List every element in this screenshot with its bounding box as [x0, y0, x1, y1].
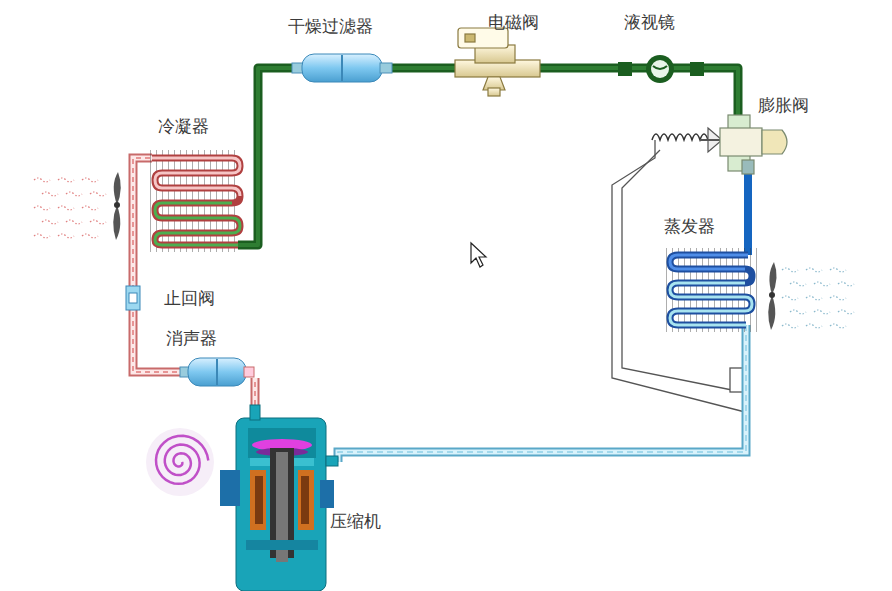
evaporator-fan	[768, 262, 776, 330]
check-valve	[126, 286, 140, 310]
warm-air	[34, 178, 106, 238]
cool-air	[782, 268, 854, 328]
mouse-cursor	[471, 243, 486, 267]
expansion-valve-label: 膨胀阀	[758, 95, 809, 115]
evaporator	[665, 248, 757, 332]
compressor	[220, 405, 338, 591]
condenser-fan	[113, 172, 121, 240]
muffler-label: 消声器	[166, 328, 217, 348]
sight-glass-label: 液视镜	[624, 12, 675, 32]
scroll-icon	[146, 428, 214, 496]
sight-glass	[618, 55, 704, 83]
suction-pipe	[338, 325, 746, 462]
compressor-label: 压缩机	[330, 511, 381, 531]
evaporator-inlet-pipe	[744, 170, 752, 255]
muffler	[180, 358, 254, 386]
condenser-label: 冷凝器	[158, 116, 209, 136]
expansion-valve	[652, 115, 787, 174]
solenoid-valve	[455, 28, 540, 96]
check-valve-label: 止回阀	[164, 288, 215, 308]
filter-drier	[292, 54, 392, 82]
solenoid-valve-label: 电磁阀	[488, 12, 539, 32]
liquid-pipe	[238, 68, 738, 245]
filter-drier-label: 干燥过滤器	[288, 16, 373, 36]
evaporator-label: 蒸发器	[664, 216, 715, 236]
condenser	[148, 150, 240, 252]
